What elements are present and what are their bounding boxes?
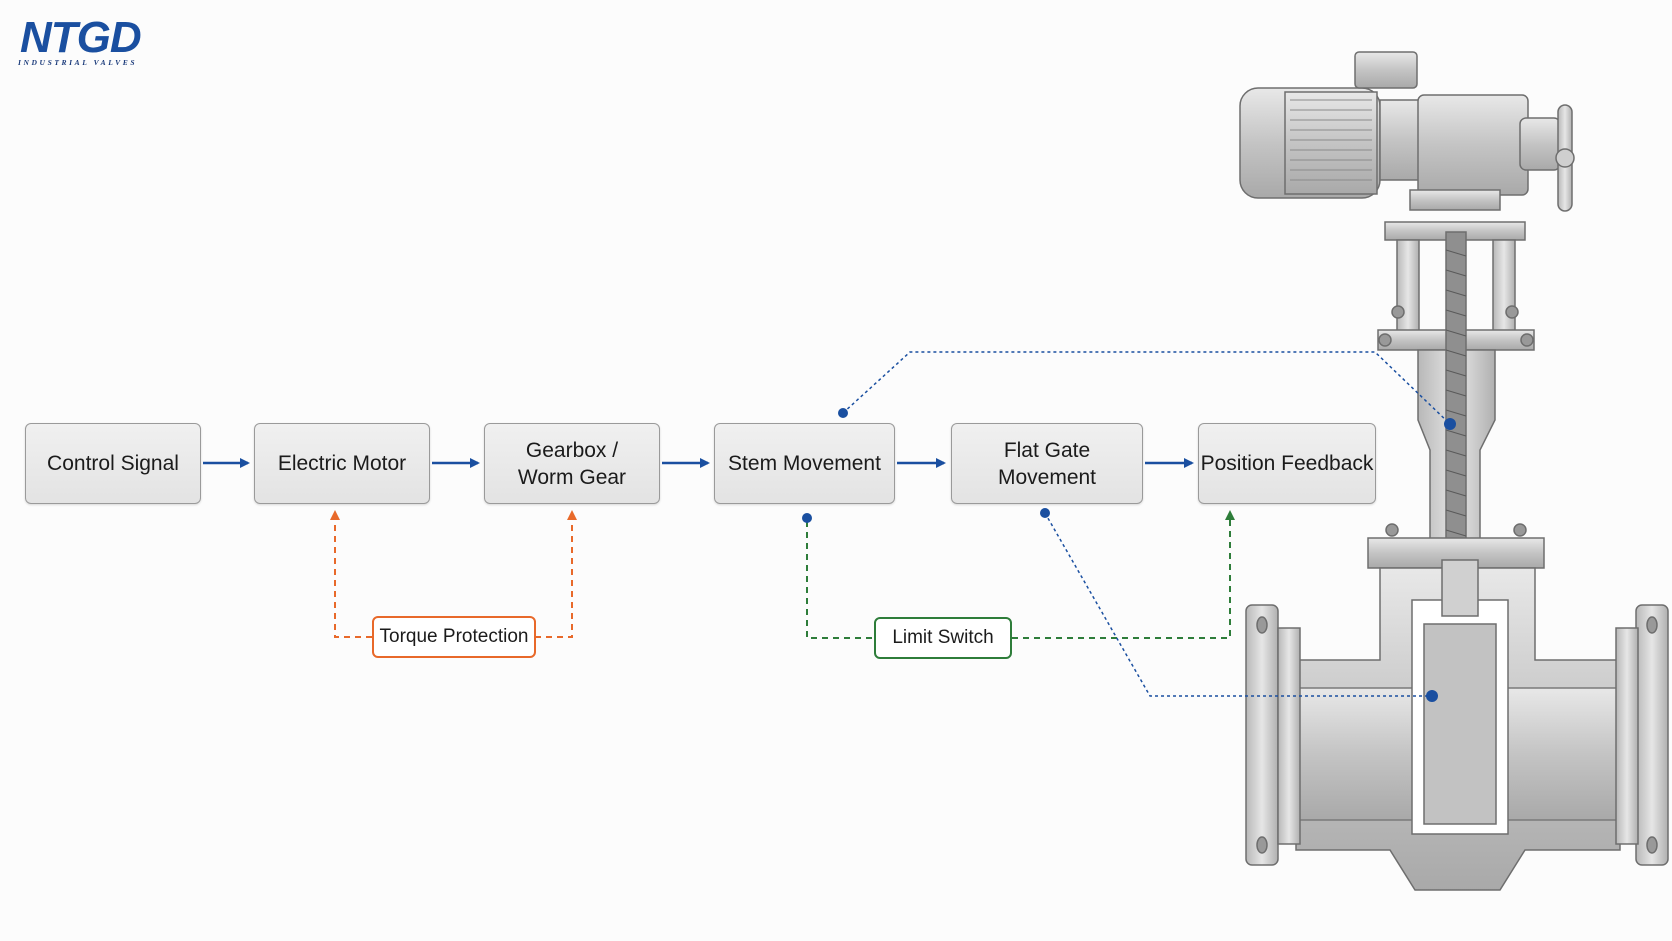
- torque-protection-loop: [330, 510, 577, 638]
- torque-to-motor-line: [330, 510, 372, 638]
- gate-leader-dot: [1040, 508, 1050, 518]
- terminal-box: [1354, 51, 1418, 89]
- torque-protection-tag: Torque Protection: [372, 616, 536, 658]
- stem-anchor-dot: [802, 513, 812, 523]
- gate-target-dot: [1426, 690, 1438, 702]
- node-label: Position Feedback: [1200, 452, 1374, 475]
- torque-to-gearbox-line: [535, 510, 577, 638]
- limit-switch-tag: Limit Switch: [874, 617, 1012, 659]
- node-label: Flat Gate Movement: [997, 438, 1097, 489]
- stem-leader-dot: [838, 408, 848, 418]
- left-flange: [1245, 604, 1279, 866]
- node-label: Stem Movement: [728, 452, 881, 475]
- limit-switch-loop: [806, 510, 1235, 639]
- right-flange: [1635, 604, 1669, 866]
- node-control-signal: Control Signal: [25, 423, 201, 504]
- gearbox-housing: [1417, 94, 1529, 196]
- node-gearbox-worm-gear: Gearbox / Worm Gear: [484, 423, 660, 504]
- node-electric-motor: Electric Motor: [254, 423, 430, 504]
- logo-wordmark: NTGD: [20, 13, 142, 62]
- logo-subtitle: INDUSTRIAL VALVES: [18, 58, 138, 67]
- gate-valve-illustration: [1239, 51, 1669, 891]
- node-position-feedback: Position Feedback: [1198, 423, 1376, 504]
- tag-label: Torque Protection: [379, 626, 529, 647]
- gate-leader-line: [1044, 512, 1432, 697]
- node-flat-gate-movement: Flat Gate Movement: [951, 423, 1143, 504]
- limit-from-stem-line: [806, 522, 872, 639]
- flat-gate-disc: [1423, 623, 1497, 825]
- node-label-line-1: Gearbox /: [525, 438, 619, 462]
- node-label: Control Signal: [47, 452, 179, 475]
- stem-leader-line: [842, 351, 1451, 425]
- tag-label: Limit Switch: [892, 627, 994, 648]
- node-label-line-2: Worm Gear: [517, 465, 627, 489]
- ntgd-logo: NTGD INDUSTRIAL VALVES: [18, 13, 168, 68]
- leader-lines: [842, 351, 1451, 697]
- node-stem-movement: Stem Movement: [714, 423, 895, 504]
- limit-to-feedback-line: [1012, 510, 1235, 639]
- stem-target-dot: [1444, 418, 1456, 430]
- node-label: Electric Motor: [277, 452, 407, 475]
